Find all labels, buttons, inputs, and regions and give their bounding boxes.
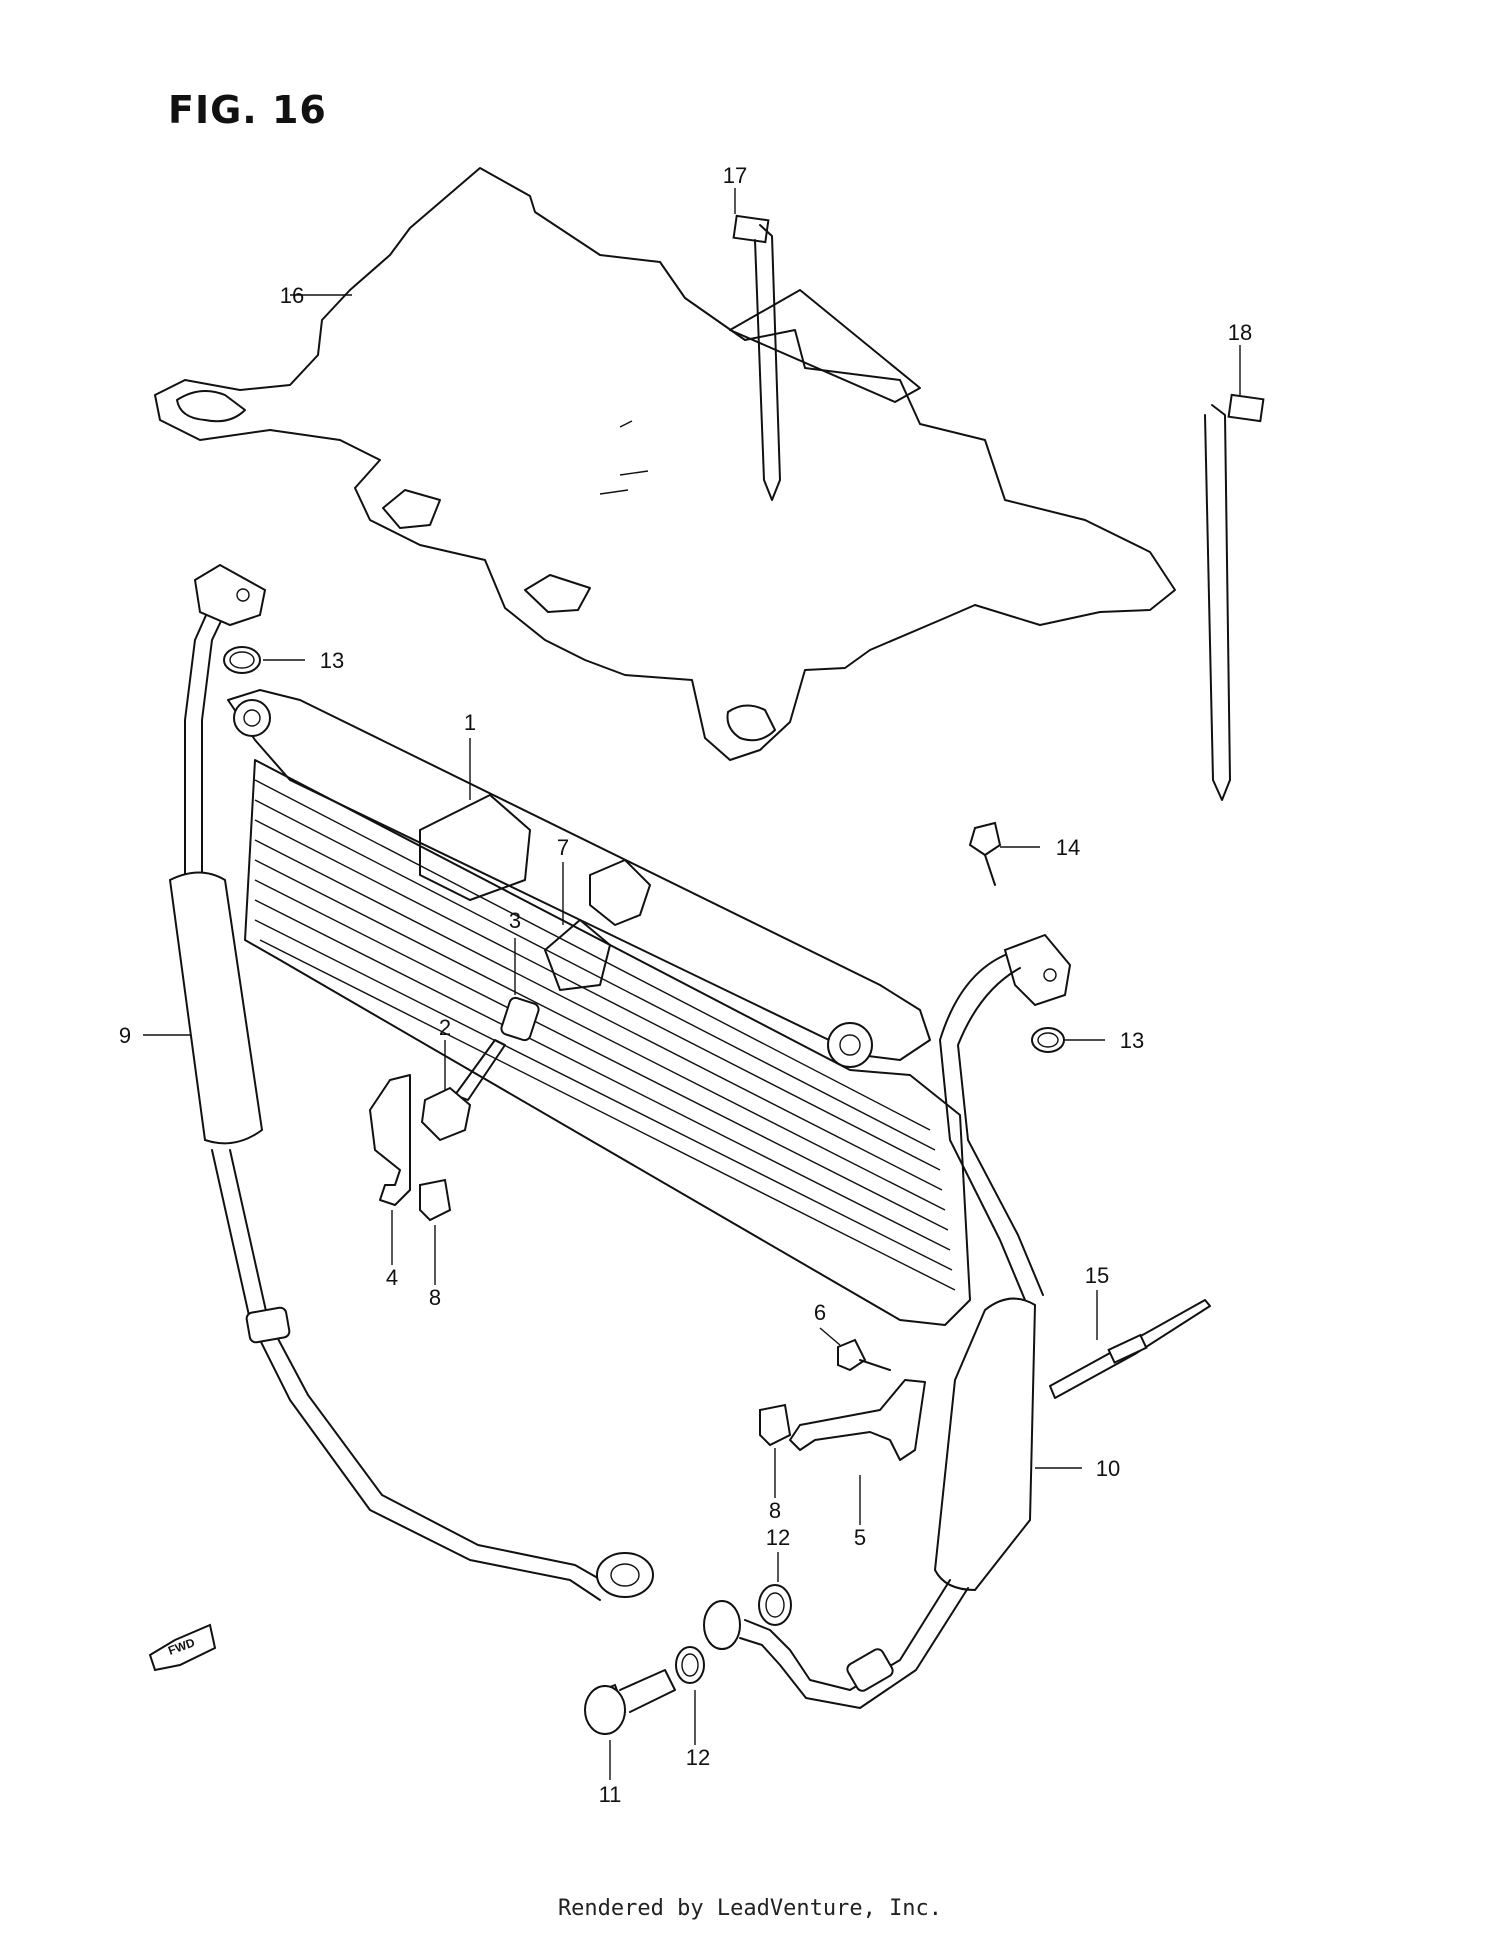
part-15-cable-tie	[1049, 1290, 1211, 1399]
callout-10: 10	[1096, 1456, 1120, 1481]
part-13-o-rings	[223, 646, 1105, 1053]
part-14-bolt	[968, 821, 1040, 886]
callout-18: 18	[1228, 320, 1252, 345]
part-2-bolt	[420, 1039, 506, 1142]
part-12-washers	[675, 1552, 792, 1745]
callout-11: 11	[599, 1782, 622, 1807]
figure-title: FIG. 16	[168, 88, 327, 132]
part-7-clamp	[544, 859, 651, 991]
callout-labels: 1 2 3 4 5 6 7 8 8 9 10 11 12 12 13 13 14…	[119, 163, 1252, 1807]
callout-5: 5	[854, 1525, 866, 1550]
render-credit: Rendered by LeadVenture, Inc.	[557, 1896, 943, 1921]
callout-12-upper: 12	[766, 1525, 790, 1550]
callout-1: 1	[464, 710, 476, 735]
callout-3: 3	[509, 908, 521, 933]
callout-6: 6	[814, 1300, 826, 1325]
callout-13-right: 13	[1120, 1028, 1144, 1053]
part-10-oil-hose-right	[703, 933, 1082, 1709]
callout-17: 17	[723, 163, 747, 188]
callout-4: 4	[386, 1265, 398, 1290]
callout-13-left: 13	[320, 648, 344, 673]
part-1-oil-cooler	[227, 689, 971, 1326]
callout-2: 2	[439, 1015, 451, 1040]
part-8-clip-right	[759, 1403, 792, 1498]
part-18-cable-tie	[1204, 345, 1265, 801]
part-9-oil-hose-left	[143, 563, 654, 1601]
part-5-bracket	[789, 1379, 926, 1525]
callout-14: 14	[1056, 835, 1080, 860]
callout-12-lower: 12	[686, 1745, 710, 1770]
leader-6	[819, 1327, 841, 1346]
part-4-bracket	[369, 1074, 411, 1265]
part-17-cable-tie	[732, 188, 781, 501]
part-3-collar	[500, 938, 540, 1042]
part-16-heat-shield	[154, 167, 1176, 761]
fwd-arrow-icon: FWD	[148, 1623, 217, 1672]
callout-7: 7	[557, 835, 569, 860]
callout-9: 9	[119, 1023, 131, 1048]
callout-16: 16	[280, 283, 304, 308]
callout-8-left: 8	[429, 1285, 441, 1310]
part-6-bolt	[819, 1327, 891, 1372]
part-11-union-bolt	[584, 1669, 676, 1780]
callout-8-right: 8	[769, 1498, 781, 1523]
callout-15: 15	[1085, 1263, 1109, 1288]
part-8-clip-left	[419, 1178, 452, 1285]
